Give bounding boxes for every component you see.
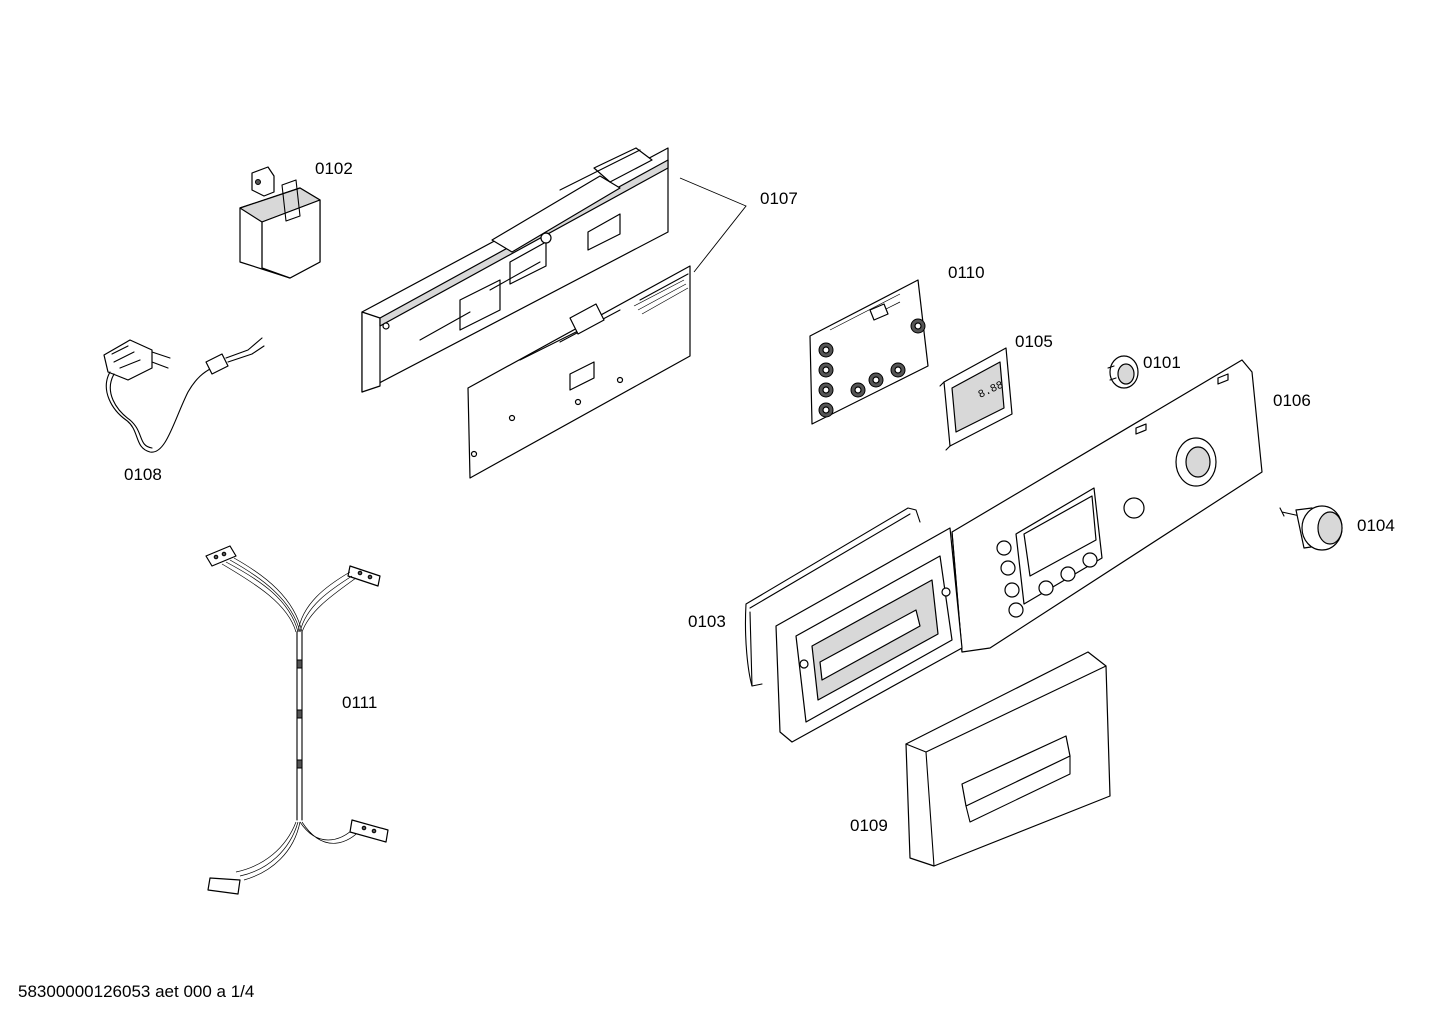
part-0101-cap <box>1107 355 1139 389</box>
part-0111-wire-harness <box>205 545 389 895</box>
pcb-switch-cap <box>854 386 862 394</box>
pcb-switch-cap <box>822 386 830 394</box>
label-0103: 0103 <box>688 612 726 631</box>
label-0110: 0110 <box>948 263 985 282</box>
pcb-switch-cap <box>822 366 830 374</box>
part-0102-suppressor <box>239 166 321 279</box>
part-0110-button-pcb <box>809 279 929 425</box>
pcb-switch-cap <box>914 322 922 330</box>
pcb-switch-cap <box>872 376 880 384</box>
pcb-switch-cap <box>822 406 830 414</box>
part-0105-display-lens: 8.88 <box>939 347 1013 451</box>
label-0108: 0108 <box>124 465 162 484</box>
label-0111: 0111 <box>342 693 378 712</box>
label-0109: 0109 <box>850 816 888 835</box>
pcb-switch-cap <box>894 366 902 374</box>
part-0103-dispenser-frame <box>744 507 963 743</box>
part-0109-drawer-front <box>905 651 1111 867</box>
label-0101: 0101 <box>1143 353 1181 372</box>
label-0102: 0102 <box>315 159 353 178</box>
label-0106: 0106 <box>1273 391 1311 410</box>
drawing-reference-footer: 58300000126053 aet 000 a 1/4 <box>18 982 255 1001</box>
label-0107: 0107 <box>760 189 798 208</box>
part-0104-knob <box>1279 505 1343 551</box>
pcb-switch-cap <box>822 346 830 354</box>
part-0108-mains-cable <box>103 337 265 453</box>
label-0105: 0105 <box>1015 332 1053 351</box>
label-0104: 0104 <box>1357 516 1395 535</box>
part-0107-control-module <box>361 147 691 479</box>
part-0106-control-panel <box>951 359 1263 653</box>
